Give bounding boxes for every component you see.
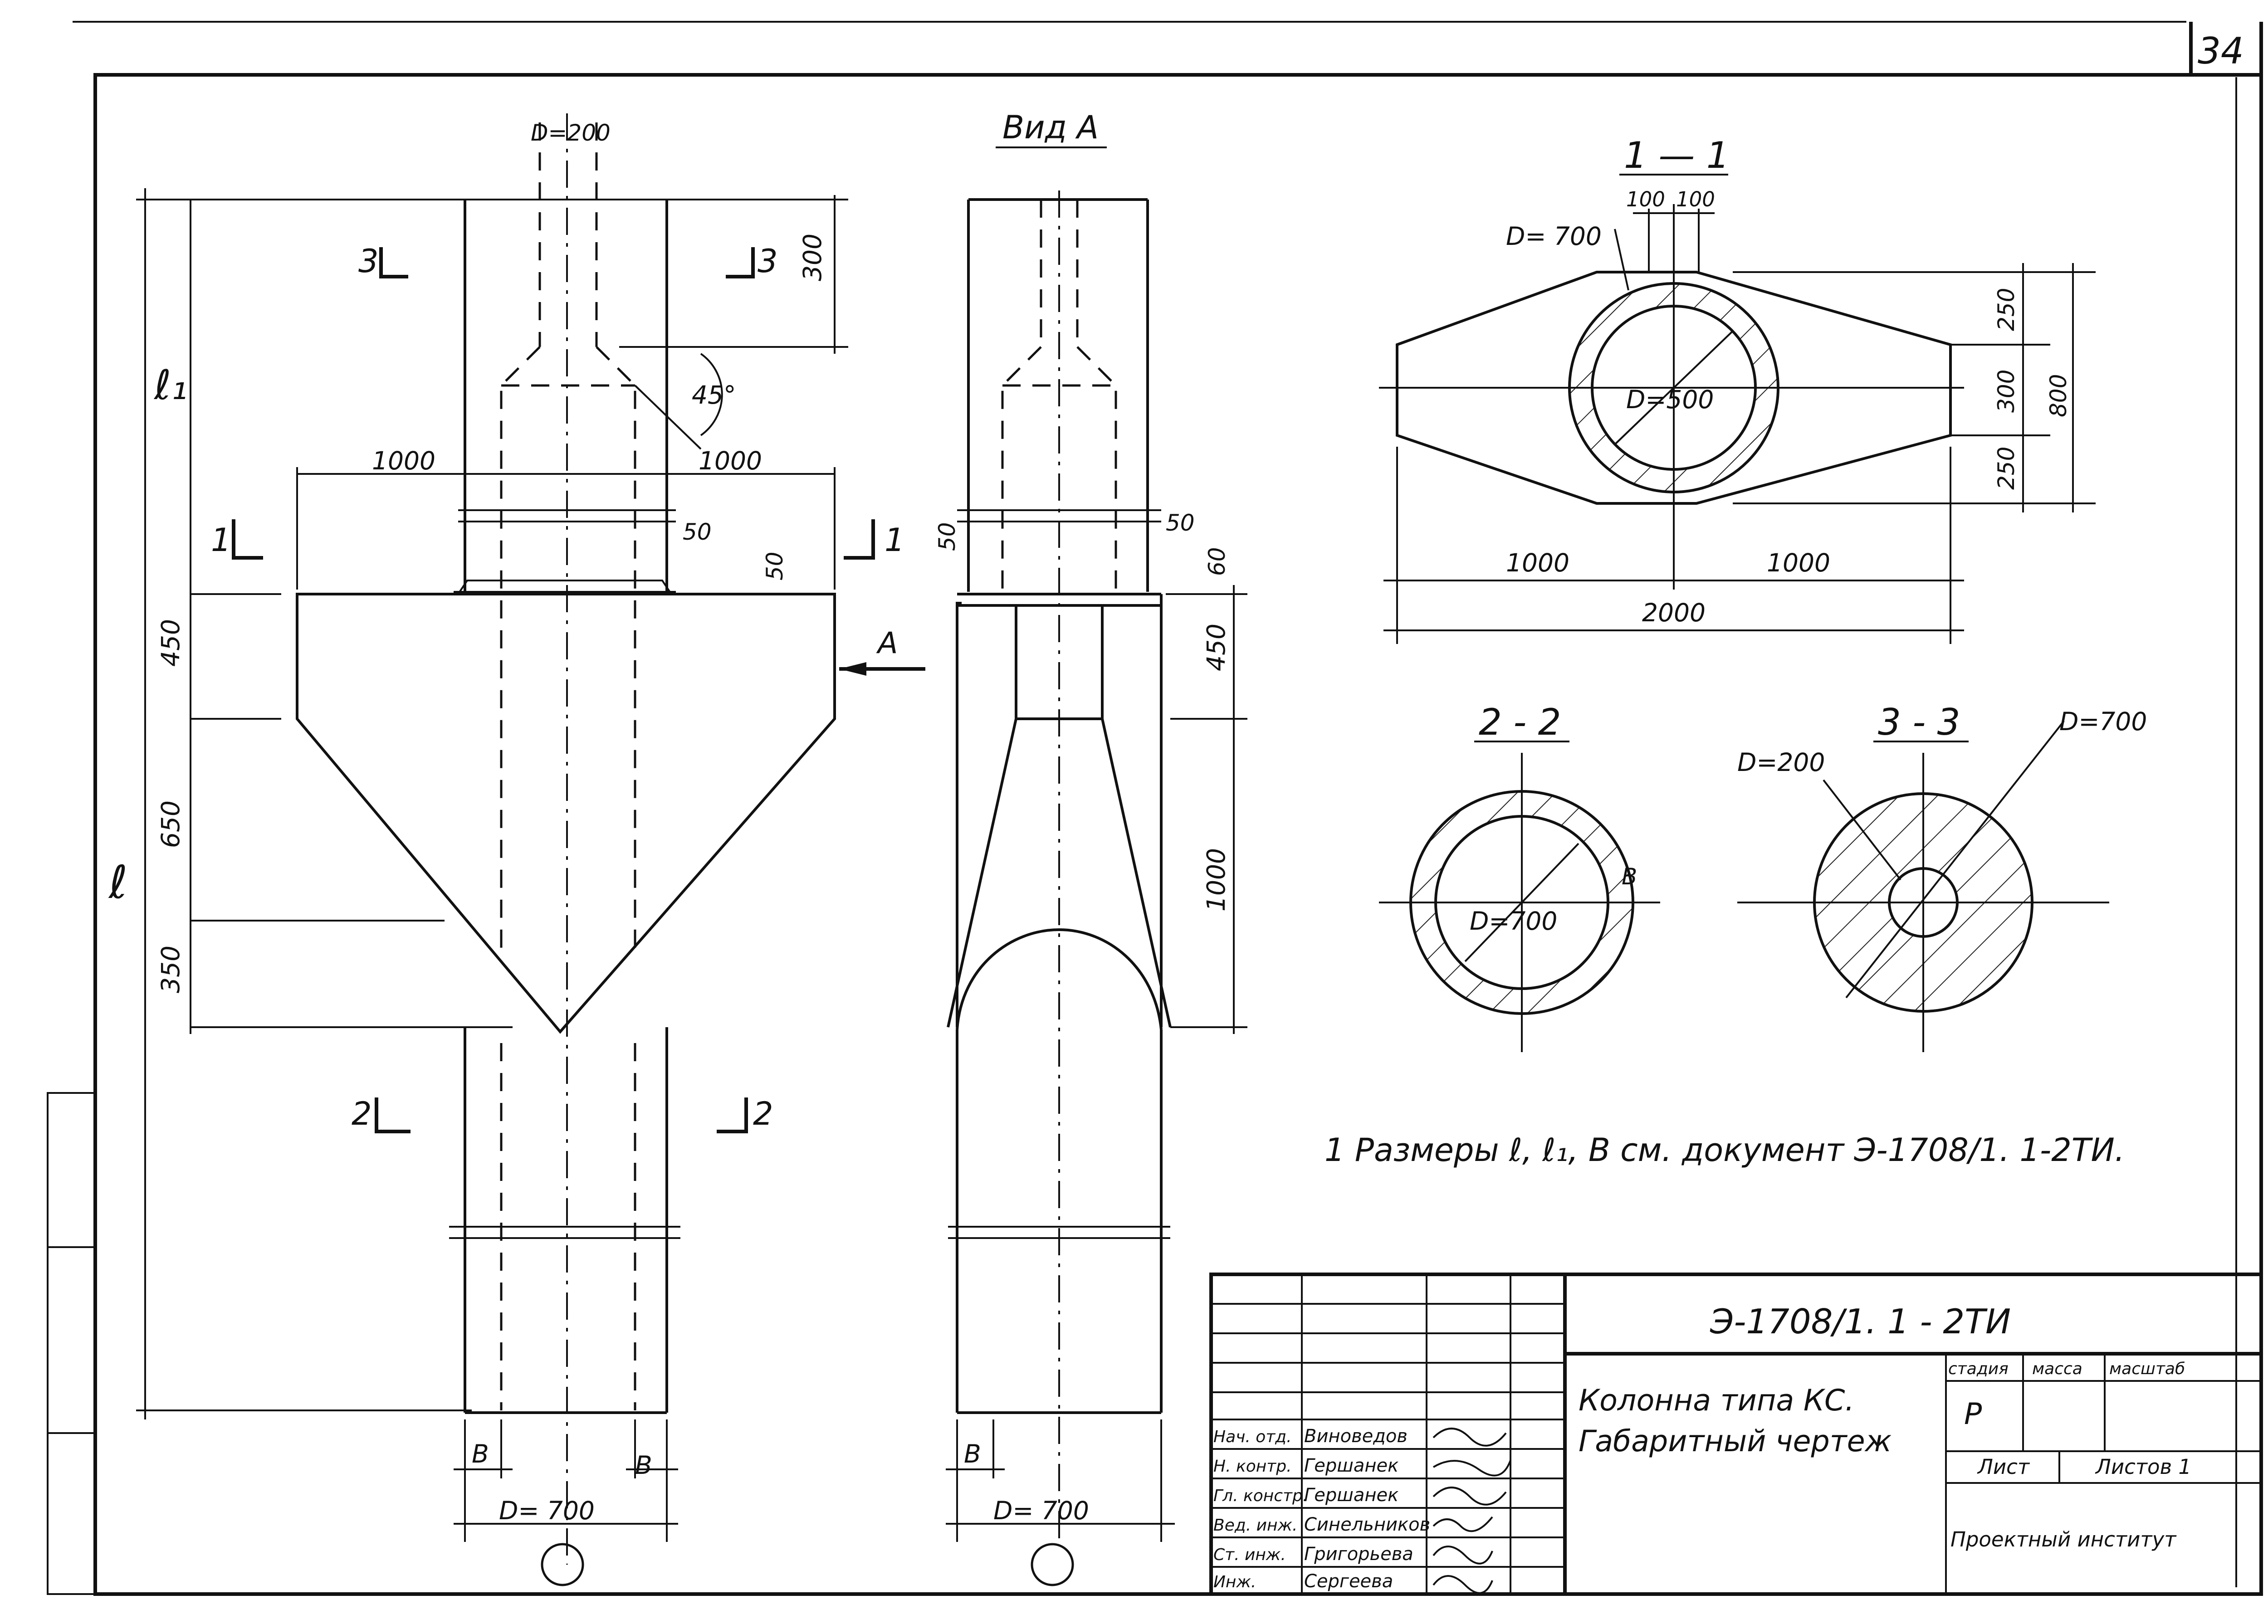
title-block: Э-1708/1. 1 - 2ТИ Колонна типа КС. Габар… (1209, 1273, 2263, 1596)
cut-2-marks (375, 1097, 748, 1133)
sheet-label: Лист (1977, 1455, 2030, 1479)
title-line1: Колонна типа КС. (1579, 1384, 1854, 1418)
sec3-title: 3 - 3 (1878, 701, 1960, 743)
title-line2: Габаритный чертеж (1579, 1424, 1892, 1458)
col-stage: стадия (1948, 1360, 2009, 1378)
stage-value: Р (1964, 1397, 1982, 1431)
va-dim-60: 60 (1204, 547, 1230, 576)
name-cell: Григорьева (1304, 1544, 1413, 1565)
dim-1000-left: 1000 (372, 446, 435, 475)
doc-code: Э-1708/1. 1 - 2ТИ (1710, 1302, 2011, 1341)
dim-300: 300 (798, 234, 827, 281)
sec1-dim-100a: 100 (1626, 187, 1665, 211)
dim-1000-right: 1000 (699, 446, 762, 475)
va-dim-450: 450 (1202, 624, 1231, 671)
cut-3-left: 3 (358, 243, 379, 280)
va-dim-1000: 1000 (1202, 848, 1231, 912)
roles-table: Нач. отд. Виноведов Н. контр. Гершанек Г… (1213, 1426, 1430, 1592)
section-1-1: 1 — 1 D= 700 D=500 100 100 250 300 250 8… (1379, 134, 2096, 644)
sec3-d-700: D=700 (2059, 707, 2147, 736)
role-cell: Ст. инж. (1213, 1546, 1286, 1564)
name-cell: Синельников (1304, 1514, 1430, 1535)
sec1-dim-100b: 100 (1676, 187, 1715, 211)
sec1-d-700: D= 700 (1506, 222, 1602, 251)
name-cell: Виноведов (1304, 1426, 1408, 1447)
d-700-bottom: D= 700 (499, 1496, 595, 1525)
dim-450: 450 (156, 619, 185, 667)
front-view: 300 D=200 45° 1000 1000 50 50 450 650 35… (108, 113, 925, 1586)
sec1-dim-300: 300 (1993, 370, 2019, 413)
col-mass: масса (2032, 1360, 2082, 1378)
dim-650: 650 (156, 800, 185, 848)
b-left: B (472, 1439, 489, 1468)
arrow-a: A (876, 626, 898, 660)
cut-3-marks (379, 247, 755, 278)
dim-350: 350 (156, 946, 185, 993)
cut-1-marks (232, 519, 875, 560)
cut-1-left: 1 (211, 522, 231, 559)
dim-l: ℓ (108, 856, 127, 909)
section-2-2: 2 - 2 D=700 B (1379, 701, 1660, 1052)
dim-50b: 50 (762, 551, 788, 580)
sec2-d-700: D=700 (1470, 907, 1557, 936)
cut-2-left: 2 (352, 1095, 372, 1132)
sec1-dim-1000-left: 1000 (1506, 548, 1569, 577)
cut-2-right: 2 (753, 1095, 773, 1132)
dim-l1: ℓ₁ (153, 361, 187, 409)
sheet-frame: 34 (47, 21, 2263, 1596)
sec1-dim-800: 800 (2045, 374, 2072, 417)
note: 1 Размеры ℓ, ℓ₁, B см. документ Э-1708/1… (1325, 1131, 2125, 1169)
sheets-label: Листов 1 (2095, 1455, 2191, 1479)
role-cell: Нач. отд. (1213, 1428, 1292, 1446)
va-d-700: D= 700 (993, 1496, 1089, 1525)
role-cell: Н. контр. (1213, 1457, 1292, 1476)
view-a-title: Вид А (1002, 109, 1099, 146)
cut-3-right: 3 (758, 243, 778, 280)
sec1-dim-1000-right: 1000 (1767, 548, 1830, 577)
sec1-dim-2000: 2000 (1642, 598, 1706, 627)
page-number: 34 (2198, 30, 2244, 72)
sec1-title: 1 — 1 (1624, 134, 1730, 176)
role-cell: Гл. констр. (1213, 1487, 1308, 1505)
va-b-left: B (964, 1439, 981, 1468)
name-cell: Сергеева (1304, 1571, 1393, 1592)
sec1-d-500: D=500 (1626, 385, 1714, 414)
va-dim-50-right: 50 (1166, 510, 1195, 536)
d-200-top: D=200 (531, 120, 611, 146)
sec1-dim-250-top: 250 (1993, 288, 2019, 331)
col-scale: масштаб (2109, 1360, 2185, 1378)
role-cell: Вед. инж. (1213, 1516, 1297, 1535)
sec1-dim-250-bot: 250 (1993, 447, 2019, 490)
dim-50a: 50 (683, 519, 712, 545)
sec3-d-200: D=200 (1737, 748, 1825, 777)
cut-1-right: 1 (885, 522, 905, 559)
sec2-title: 2 - 2 (1479, 701, 1561, 743)
va-dim-50-left: 50 (934, 522, 960, 551)
b-right: B (635, 1451, 652, 1480)
org-name: Проектный институт (1950, 1527, 2177, 1551)
signatures (1432, 1428, 1511, 1594)
view-a: Вид А 50 50 60 450 1000 (934, 109, 1247, 1586)
section-3-3: 3 - 3 D=200 D=700 (1737, 701, 2147, 1052)
name-cell: Гершанек (1304, 1455, 1398, 1476)
role-cell: Инж. (1213, 1573, 1256, 1591)
name-cell: Гершанек (1304, 1485, 1398, 1506)
angle-45: 45° (692, 380, 736, 410)
sec2-b: B (1622, 863, 1637, 890)
